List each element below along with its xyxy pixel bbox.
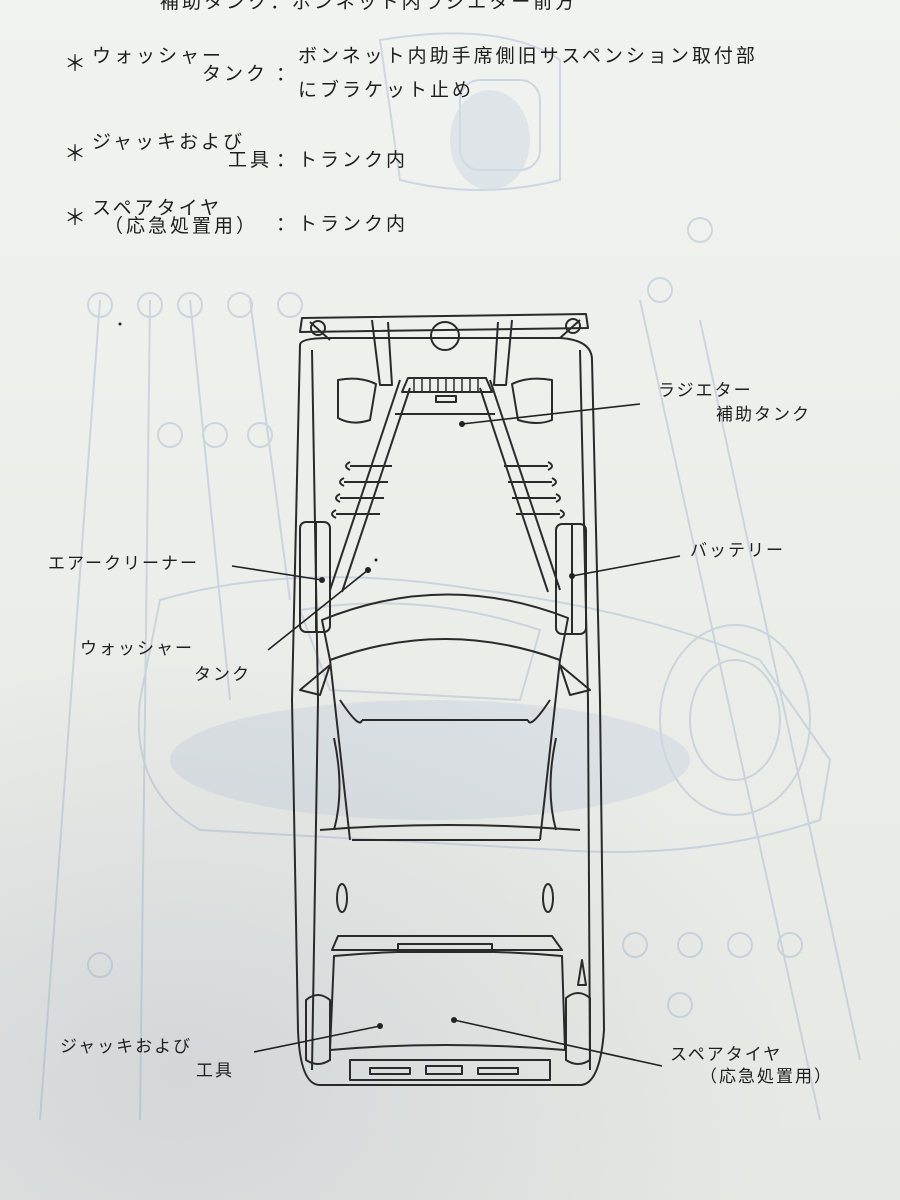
leader-radiator-tank [461, 403, 641, 425]
label-spare-line1: スペアタイヤ [670, 1045, 783, 1065]
spec-name-washer-line2: タンク [202, 63, 269, 85]
spec-name-washer-line1: ウォッシャー [92, 45, 225, 67]
rear-bumper [349, 1059, 551, 1081]
leader-air-cleaner [231, 565, 323, 581]
headlamps [337, 319, 553, 424]
point-washer-tank [365, 567, 371, 573]
bullet-star: ＊ [64, 206, 87, 231]
label-radiator-line2: 補助タンク [716, 405, 811, 425]
spec-location-spare: トランク内 [298, 213, 409, 235]
spec-name-spare-line2: （応急処置用） [104, 215, 259, 237]
spec-name-spare-line1: スペアタイヤ [92, 197, 223, 219]
spec-name-jack-line1: ジャッキおよび [92, 131, 246, 153]
label-spare-line2: （応急処置用） [700, 1067, 833, 1087]
front-bumper [299, 313, 589, 341]
leader-washer-tank [267, 569, 369, 651]
label-jack-line2: 工具 [196, 1061, 234, 1081]
leader-spare-tyre [453, 1019, 663, 1067]
bullet-star: ＊ [64, 52, 87, 77]
spec-location-washer-line1: ボンネット内助手席側旧サスペンション取付部 [298, 45, 758, 67]
bonnet-frame [329, 379, 561, 593]
rear-wheels [305, 959, 591, 1065]
bonnet-louvers [331, 461, 565, 519]
spec-location-washer-line2: にブラケット止め [298, 79, 475, 101]
windscreen-cockpit [299, 593, 591, 841]
spec-separator: ： [276, 63, 299, 85]
spec-separator: ： [276, 213, 299, 235]
label-washer-line2: タンク [194, 665, 251, 685]
spec-name-jack-line2: 工具 [228, 149, 273, 171]
label-jack-line1: ジャッキおよび [60, 1037, 193, 1057]
point-air-cleaner [319, 577, 325, 583]
body-outline [291, 337, 605, 1086]
spec-location-jack: トランク内 [298, 149, 409, 171]
label-radiator-line1: ラジエター [658, 381, 753, 401]
rear-deck [319, 824, 581, 1051]
cut-off-spec-line: 補助タンク：ボンネット内ラジエター前方 [160, 0, 578, 13]
label-battery: バッテリー [690, 541, 785, 561]
point-jack-tools [377, 1023, 383, 1029]
leader-jack-tools [253, 1025, 381, 1053]
label-air-cleaner: エアークリーナー [48, 554, 199, 574]
label-washer-line1: ウォッシャー [80, 639, 194, 659]
point-battery [569, 573, 575, 579]
bullet-star: ＊ [64, 142, 87, 167]
point-spare-tyre [451, 1017, 457, 1023]
spec-separator: ： [276, 149, 299, 171]
point-radiator-tank [459, 421, 465, 427]
leader-battery [571, 555, 681, 577]
radiator-grille [401, 321, 493, 403]
